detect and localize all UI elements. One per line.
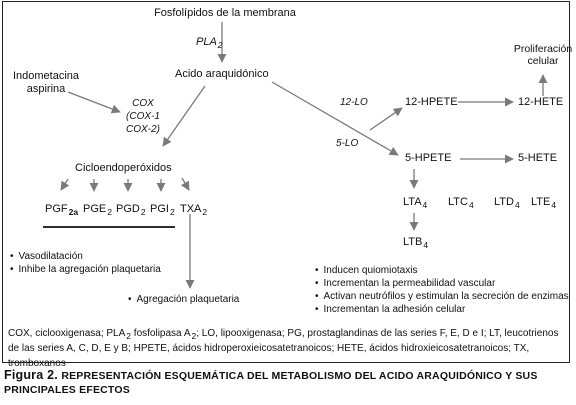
txa2-effects-list: Agregación plaquetaria: [128, 293, 240, 306]
prostaglandin-effects-list: Vasodilatación Inhibe la agregación plaq…: [10, 250, 161, 276]
node-arachidonic-acid: Acido araquidónico: [175, 68, 269, 80]
node-pla2: PLA2: [196, 36, 223, 50]
node-ltd4: LTD4: [494, 196, 520, 210]
node-lte4: LTE4: [531, 196, 557, 210]
abbreviations-legend: COX, ciclooxigenasa; PLA2 fosfolipasa A2…: [8, 328, 559, 369]
effect-item: Agregación plaquetaria: [128, 293, 240, 306]
node-cox: COX (COX-1 COX-2): [126, 98, 160, 135]
effect-item: Activan neutrófilos y estimulan la secre…: [315, 290, 569, 303]
node-cycloendoperoxides: Cicloendoperóxidos: [75, 162, 172, 174]
arrow-to-pgf2a: [60, 178, 70, 191]
arrow-inhibitors-to-cox: [67, 91, 121, 114]
node-12hete: 12-HETE: [518, 96, 564, 108]
ltb4-effects-list: Inducen quiomiotaxis Incrementan la perm…: [315, 264, 569, 316]
caption-label: Figura 2.: [4, 368, 58, 382]
effect-item: Incrementan la permeabilidad vascular: [315, 277, 569, 290]
effect-item: Vasodilatación: [10, 250, 161, 263]
node-ltb4: LTB4: [403, 236, 429, 250]
node-txa2: TXA2: [180, 203, 208, 217]
effect-item: Incrementan la adhesión celular: [315, 303, 569, 316]
node-membrane-phospholipids: Fosfolípidos de la membrana: [154, 7, 296, 19]
arrow-to-txa2: [180, 177, 190, 191]
node-12hpete: 12-HPETE: [405, 96, 458, 108]
figure-frame: [2, 1, 570, 363]
node-5lo: 5-LO: [336, 138, 359, 149]
node-proliferation: Proliferación celular: [513, 43, 573, 68]
node-ltc4: LTC4: [448, 196, 474, 210]
node-5hete: 5-HETE: [518, 152, 558, 164]
node-5hpete: 5-HPETE: [405, 152, 452, 164]
node-pgi2: PGI2: [150, 203, 175, 217]
node-lta4: LTA4: [403, 196, 428, 210]
node-pgd2: PGD2: [116, 203, 146, 217]
caption-text: Representación esquemática del metabolis…: [4, 370, 538, 396]
figure-caption: Figura 2. Representación esquemática del…: [4, 368, 570, 398]
node-pgf2a: PGF2a: [45, 203, 79, 217]
effect-item: Inhibe la agregación plaquetaria: [10, 263, 161, 276]
arrow-12lo-to-12hpete: [369, 107, 403, 131]
arrow-aa-to-5hpete: [271, 81, 399, 156]
node-inhibitors: Indometacina aspirina: [12, 70, 80, 95]
node-pge2: PGE2: [83, 203, 112, 217]
node-12lo: 12-LO: [340, 97, 368, 108]
arrow-aa-to-cycloendoperoxides: [162, 85, 206, 147]
effect-item: Inducen quiomiotaxis: [315, 264, 569, 277]
